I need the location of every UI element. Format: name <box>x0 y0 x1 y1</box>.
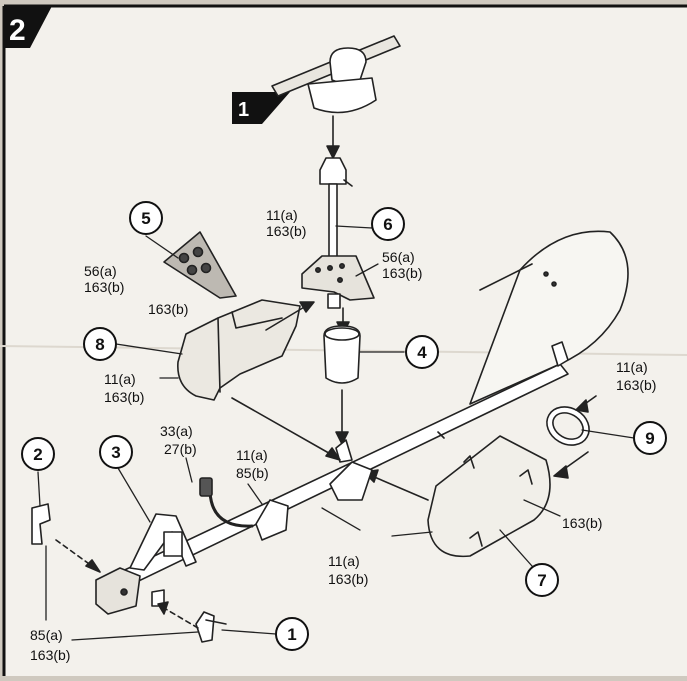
callout-1: 1 <box>275 617 309 651</box>
paint-code-wire-b: 27(b) <box>164 441 197 457</box>
svg-text:4: 4 <box>417 343 427 362</box>
paint-code-boom-b: 163(b) <box>328 571 368 587</box>
paint-code-part8-a: 11(a) <box>104 371 136 387</box>
callout-3: 3 <box>99 435 133 469</box>
front-block <box>95 567 165 615</box>
part-1-clip <box>195 611 227 643</box>
paint-code-fin-a: 11(a) <box>616 359 648 375</box>
paint-code-part6-b: 163(b) <box>266 223 306 239</box>
step-badge: 2 <box>4 6 52 48</box>
paint-code-bracket-b: 85(b) <box>236 465 269 481</box>
svg-text:5: 5 <box>141 209 150 228</box>
callout-7: 7 <box>525 563 559 597</box>
paint-code-part2-b: 163(b) <box>30 647 70 663</box>
inset-step-badge: 1 <box>232 92 290 124</box>
part-4-bushing <box>323 325 361 384</box>
paint-code-wire-a: 33(a) <box>160 423 193 439</box>
callout-8: 8 <box>83 327 117 361</box>
paint-code-part8-top: 163(b) <box>148 301 188 317</box>
paint-code-plate-b: 163(b) <box>382 265 422 281</box>
paint-code-part6-a: 11(a) <box>266 207 298 223</box>
rotor-assembly <box>271 35 401 114</box>
svg-text:3: 3 <box>111 443 120 462</box>
paint-code-bracket-a: 11(a) <box>236 447 268 463</box>
part-7-fairing <box>427 435 551 558</box>
paint-code-plate-a: 56(a) <box>382 249 415 265</box>
svg-text:7: 7 <box>537 571 546 590</box>
part-5-plate <box>163 231 237 299</box>
svg-text:9: 9 <box>645 429 654 448</box>
part-2-clip <box>31 503 51 545</box>
inset-step-number: 1 <box>238 99 249 121</box>
svg-text:2: 2 <box>33 445 42 464</box>
paint-code-boom-a: 11(a) <box>328 553 360 569</box>
wire-bracket <box>199 477 289 541</box>
tail-fin <box>469 230 629 405</box>
callout-9: 9 <box>633 421 667 455</box>
callout-4: 4 <box>405 335 439 369</box>
part-8-panel <box>177 299 301 401</box>
svg-text:1: 1 <box>287 625 296 644</box>
paint-code-part5-a: 56(a) <box>84 263 117 279</box>
paint-code-part5-b: 163(b) <box>84 279 124 295</box>
paint-code-fin-b: 163(b) <box>616 377 656 393</box>
svg-text:6: 6 <box>383 215 392 234</box>
paint-code-part2-a: 85(a) <box>30 627 63 643</box>
step-number: 2 <box>9 14 26 47</box>
paint-code-part8-b: 163(b) <box>104 389 144 405</box>
callout-5: 5 <box>129 201 163 235</box>
part-9-ring <box>546 406 590 446</box>
part-3-strut <box>129 513 197 571</box>
callout-6: 6 <box>371 207 405 241</box>
callout-2: 2 <box>21 437 55 471</box>
svg-text:8: 8 <box>95 335 104 354</box>
paint-code-fairing: 163(b) <box>562 515 602 531</box>
mount-plate <box>301 255 375 309</box>
